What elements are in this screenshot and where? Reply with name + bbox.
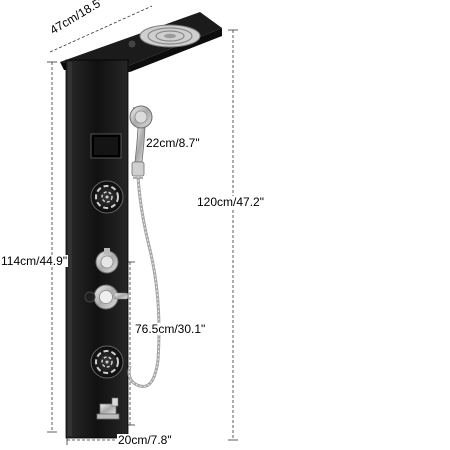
tub-spout <box>96 397 120 420</box>
width-bottom-label: 20cm/7.8" <box>117 433 173 447</box>
body-jet-upper <box>90 180 124 214</box>
hand-shower-length-label: 22cm/8.7" <box>145 136 201 150</box>
shower-panel <box>65 59 129 439</box>
shower-hose <box>127 175 161 388</box>
hand-shower <box>129 105 153 177</box>
total-height-label: 120cm/47.2" <box>196 195 265 209</box>
width-top-line <box>49 5 153 53</box>
panel-height-label: 114cm/44.9" <box>0 254 69 268</box>
mixer-knob <box>84 284 129 310</box>
diverter-knob <box>95 248 119 274</box>
lower-height-label: 76.5cm/30.1" <box>134 322 207 336</box>
temperature-display <box>90 133 122 159</box>
body-jet-lower <box>90 345 124 379</box>
